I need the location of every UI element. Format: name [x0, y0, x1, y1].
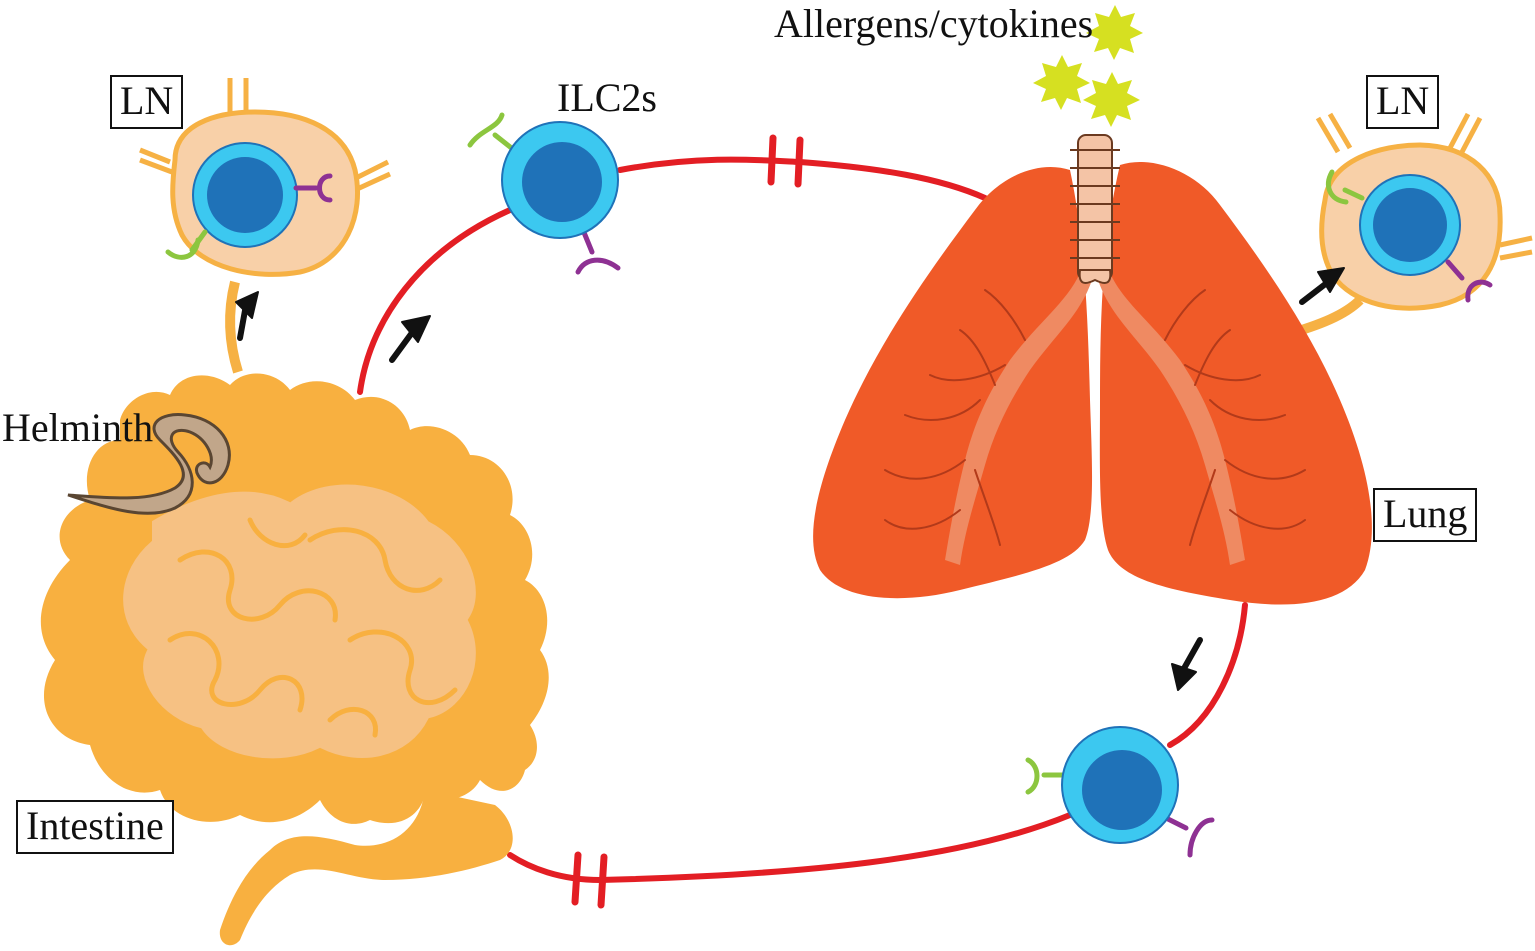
arrow-to-circulation: [389, 315, 431, 363]
helminth-worm: [67, 413, 231, 515]
ln-right-receptor-purple: [1445, 259, 1493, 303]
intestine: [40, 280, 549, 946]
intestine-loop-lines: [167, 517, 458, 738]
ln-right-vessels: [1315, 112, 1533, 261]
allergen-star-2: [1033, 55, 1090, 110]
circuit-lower: [507, 812, 1073, 884]
lung-left-lobe: [813, 166, 1093, 599]
ilc2-top-receptor-green: [467, 112, 517, 153]
lymph-node-left: [139, 78, 392, 277]
bronchial-tree: [945, 268, 1245, 565]
circuit-upper-left: [357, 207, 513, 395]
label-ln-left: LN: [110, 75, 184, 129]
circulating-ilc2-top: [467, 112, 621, 275]
inhibition-bar-top-2: [794, 136, 804, 188]
circuit-lower-right: [1167, 602, 1248, 748]
inhibition-bar-top-1: [767, 134, 777, 186]
ln-connector-left: [225, 280, 243, 374]
arrow-to-ln-left: [235, 291, 259, 341]
label-ln-right: LN: [1366, 75, 1440, 129]
lungs: [813, 134, 1372, 605]
ln-right-ilc2-cell: [1326, 169, 1493, 303]
label-ilc2s: ILC2s: [557, 75, 657, 120]
intestine-loops: [119, 480, 480, 763]
circulating-ilc2-bottom: [1025, 726, 1215, 858]
ln-left-receptor-green: [165, 229, 208, 260]
ln-right-cell-nucleus: [1373, 188, 1447, 262]
allergen-star-1: [1086, 5, 1143, 60]
label-intestine: Intestine: [16, 800, 174, 854]
inhibition-bar-bottom-1: [571, 851, 582, 906]
ilc2-top-cell-nucleus: [522, 142, 602, 222]
allergen-particles: [1033, 5, 1143, 127]
intestine-tail: [219, 790, 513, 946]
ilc2-bottom-receptor-purple: [1163, 815, 1215, 858]
ln-right-receptor-green: [1326, 169, 1365, 205]
arrow-from-lung: [1171, 637, 1203, 691]
ilc2-top-receptor-purple: [575, 227, 621, 275]
ilc2-bottom-receptor-green: [1025, 757, 1068, 795]
lung-right-lobe: [1099, 161, 1372, 605]
inhibition-marks: [571, 134, 804, 909]
allergen-star-3: [1083, 72, 1140, 127]
ln-left-receptor-purple: [293, 173, 333, 203]
arrow-to-ln-right: [1299, 267, 1345, 305]
label-helminth: Helminth: [2, 405, 154, 450]
ln-left-ilc2-cell: [165, 142, 333, 260]
helminth-body: [67, 413, 231, 515]
direction-arrows: [235, 267, 1345, 691]
circuit-upper-right: [617, 156, 988, 201]
bronchioles: [884, 289, 1306, 546]
trachea: [1070, 134, 1120, 284]
label-allergens-cytokines: Allergens/cytokines: [774, 1, 1094, 46]
inhibition-bar-bottom-2: [597, 853, 608, 909]
ln-left-cell-nucleus: [207, 157, 283, 233]
lymph-node-right: [1283, 112, 1533, 340]
label-lung: Lung: [1373, 488, 1478, 542]
circulation-loop: [357, 156, 1248, 884]
ilc2-bottom-cell-nucleus: [1082, 750, 1162, 830]
